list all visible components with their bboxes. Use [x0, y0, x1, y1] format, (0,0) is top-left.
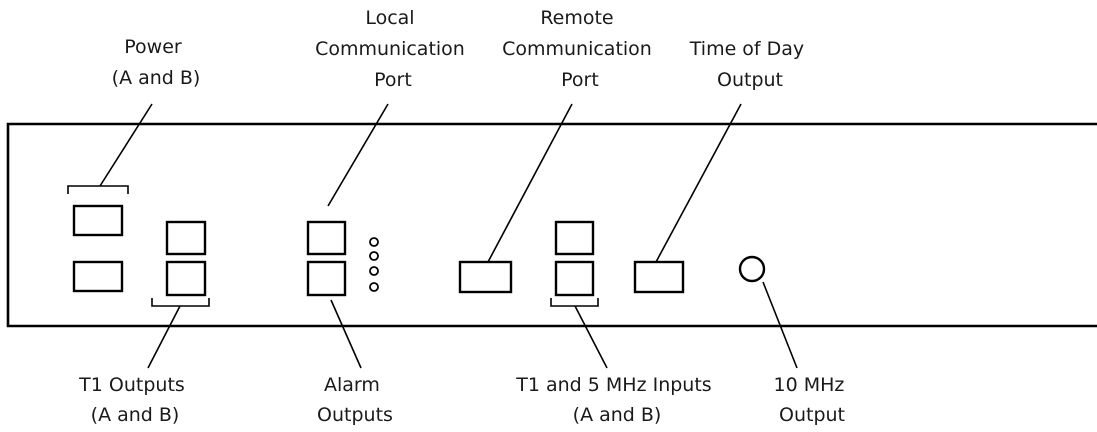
power-leader	[99, 103, 153, 187]
t1-output-a	[165, 220, 207, 256]
t1-5mhz-inputs-bracket	[550, 298, 599, 307]
alarm-led-4	[369, 282, 379, 292]
alarm-outputs-connector	[306, 260, 347, 297]
alarm-led-2	[369, 251, 379, 261]
local-port-leader	[327, 103, 389, 207]
remote-port-label: Remote Communication Port	[502, 7, 658, 91]
alarm-outputs-leader	[330, 299, 362, 369]
t1-5mhz-input-a	[554, 220, 595, 256]
local-port-label: Local Communication Port	[315, 7, 471, 91]
local-communication-port	[306, 220, 347, 256]
remote-port-leader	[487, 103, 573, 263]
t1-5mhz-inputs-label: T1 and 5 MHz Inputs (A and B)	[515, 374, 717, 426]
t1-outputs-leader	[147, 305, 181, 369]
time-of-day-output	[633, 260, 685, 294]
remote-communication-port	[458, 260, 513, 294]
ten-mhz-label: 10 MHz Output	[774, 374, 851, 426]
alarm-led-3	[369, 266, 379, 276]
t1-5mhz-input-b	[554, 260, 595, 297]
ten-mhz-output-connector	[738, 255, 766, 283]
t1-outputs-bracket	[151, 298, 210, 307]
chassis-outline	[6, 122, 1097, 328]
time-of-day-leader	[655, 103, 742, 263]
alarm-outputs-label: Alarm Outputs	[317, 374, 393, 426]
t1-5mhz-inputs-leader	[574, 305, 608, 369]
alarm-led-1	[369, 237, 379, 247]
power-bracket	[67, 185, 129, 194]
t1-outputs-label: T1 Outputs (A and B)	[78, 374, 191, 426]
power-connector-b	[72, 260, 124, 293]
power-connector-a	[72, 204, 124, 237]
time-of-day-label: Time of Day Output	[689, 38, 810, 91]
t1-output-b	[165, 260, 207, 297]
power-label: Power (A and B)	[112, 36, 201, 89]
ten-mhz-leader	[762, 281, 798, 369]
